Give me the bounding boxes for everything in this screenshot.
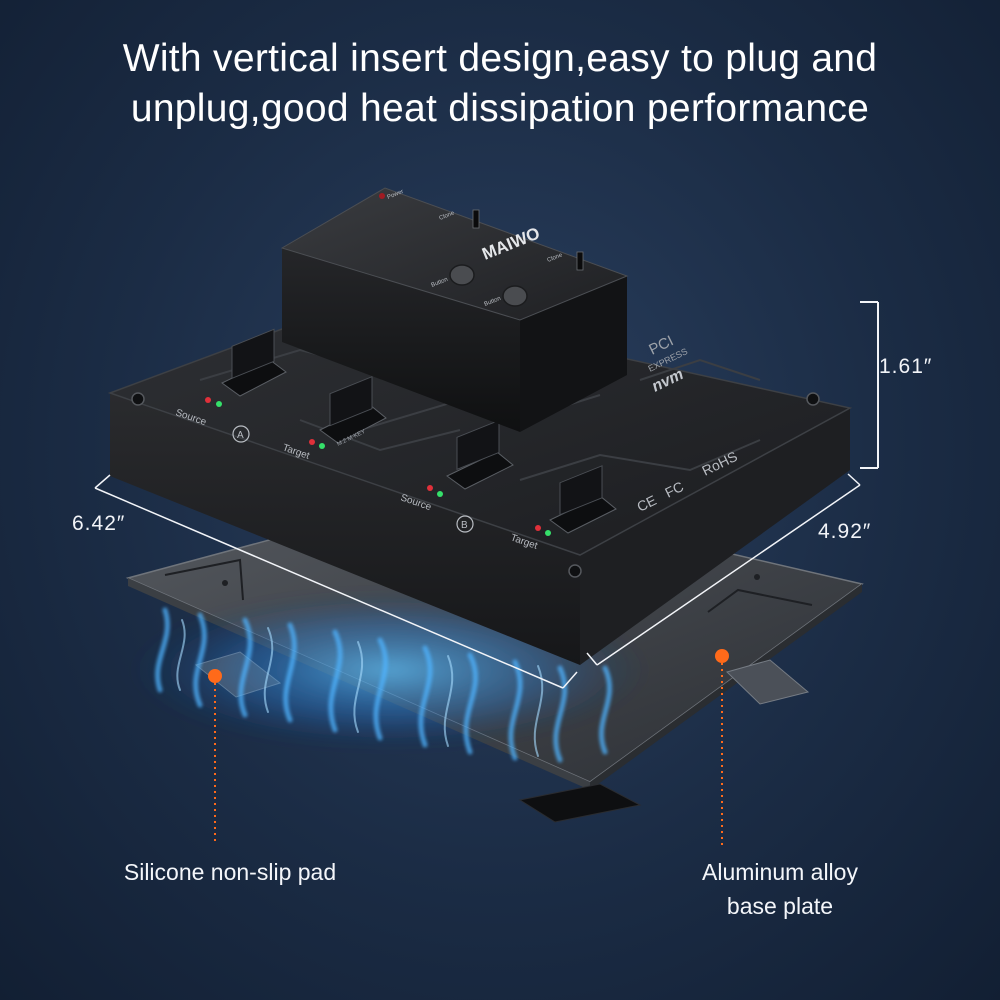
housing-screw-2 — [806, 392, 820, 406]
dimension-depth-label: 4.92″ — [818, 520, 872, 543]
control-box-side-front — [282, 248, 520, 432]
headline-line-1: With vertical insert design,easy to plug… — [122, 37, 878, 80]
housing-side-right — [580, 408, 850, 665]
group-b-badge: B — [456, 515, 474, 533]
silicone-pad-right — [726, 659, 810, 705]
dimension-length-line — [94, 474, 578, 689]
base-plate-edge — [590, 584, 862, 790]
control-box-side-right — [520, 276, 627, 432]
power-label: Power — [387, 189, 405, 201]
housing-top — [107, 299, 853, 556]
led-source-a-error — [205, 397, 211, 403]
m2-slot-source-b[interactable] — [446, 419, 514, 490]
headline-line-2: unplug,good heat dissipation performance — [130, 87, 870, 130]
plate-callout-label: Aluminum alloy base plate — [655, 855, 905, 923]
dimension-depth-line — [586, 473, 861, 666]
fc-mark: FC — [662, 478, 686, 501]
plate-callout-line-1: Aluminum alloy — [702, 859, 858, 885]
plate-screw-left — [222, 580, 228, 586]
power-led — [379, 193, 385, 199]
pad-callout-label: Silicone non-slip pad — [95, 855, 365, 889]
pad-callout-leader — [208, 669, 222, 845]
clone-switch-a[interactable] — [472, 209, 480, 229]
led-target-b-on — [545, 530, 551, 536]
plate-mark-left — [164, 558, 244, 601]
led-target-a-error — [309, 439, 315, 445]
m2-slot-target-b[interactable] — [549, 465, 617, 534]
led-target-a-on — [319, 443, 325, 449]
button-a[interactable] — [449, 264, 475, 286]
clone-label-1: Clone — [439, 210, 456, 222]
led-source-a-on — [216, 401, 222, 407]
led-source-b-on — [437, 491, 443, 497]
dimension-length-label: 6.42″ — [72, 512, 126, 535]
plate-callout-leader — [715, 649, 729, 845]
led-target-b-error — [535, 525, 541, 531]
m2-slot-target-a[interactable] — [319, 376, 387, 444]
led-source-b-error — [427, 485, 433, 491]
plate-mark-right — [707, 588, 813, 613]
plate-screw-right — [754, 574, 760, 580]
housing-side-front — [110, 393, 580, 665]
silicone-pad-bottom — [518, 783, 642, 823]
plate-callout-line-2: base plate — [726, 893, 834, 919]
svg-text:A: A — [237, 430, 244, 441]
housing-screw-3 — [568, 564, 582, 578]
control-box-top — [280, 187, 629, 321]
clone-switch-b[interactable] — [576, 251, 584, 271]
ce-mark: CE — [634, 492, 658, 515]
housing-screw-1 — [131, 392, 145, 406]
pad-callout-text: Silicone non-slip pad — [123, 859, 337, 885]
dimension-height-bracket — [860, 301, 879, 469]
group-a-badge: A — [232, 425, 250, 443]
svg-text:B: B — [461, 520, 468, 531]
m2-slot-source-a[interactable] — [221, 328, 287, 397]
dimension-height-label: 1.61″ — [879, 355, 933, 378]
clone-label-2: Clone — [547, 252, 564, 264]
headline: With vertical insert design,easy to plug… — [0, 34, 1000, 134]
button-b[interactable] — [502, 285, 528, 307]
